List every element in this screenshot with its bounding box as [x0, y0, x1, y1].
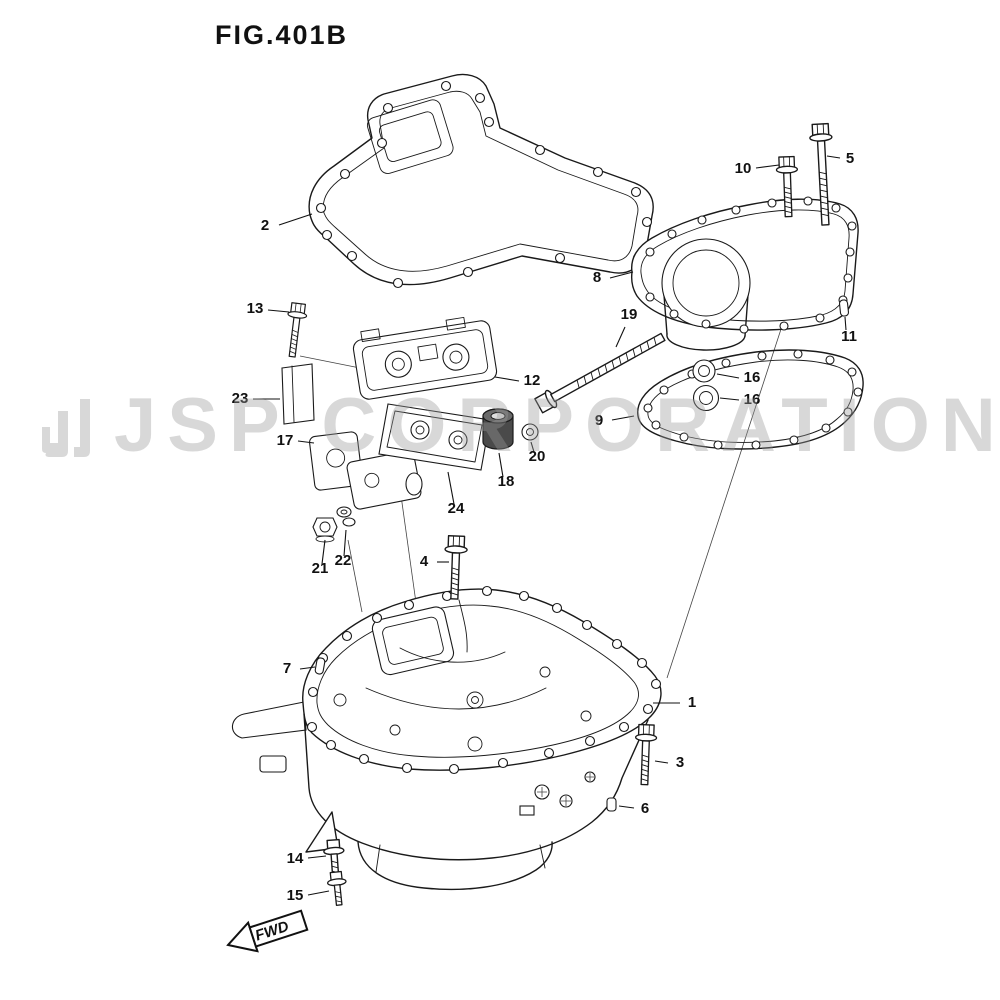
callout-3: 3 — [676, 754, 684, 771]
nut-part-21 — [312, 517, 338, 543]
engine-holder-part-1 — [231, 585, 662, 891]
callout-14: 14 — [287, 850, 304, 867]
callout-18: 18 — [498, 473, 515, 490]
gasket-part-2 — [308, 73, 654, 289]
callout-leader-20 — [530, 441, 535, 453]
pin-part-7 — [314, 657, 326, 675]
pin-part-11 — [838, 299, 850, 317]
bracket-part-12 — [352, 316, 498, 400]
washer-part-20 — [521, 423, 539, 441]
callout-leader-13 — [267, 309, 290, 313]
callout-leader-18 — [498, 452, 504, 478]
callout-leader-2 — [278, 213, 313, 226]
callout-4: 4 — [420, 553, 429, 570]
figure-title: FIG.401B — [215, 20, 349, 50]
washer-part-22 — [336, 506, 356, 527]
plate-part-24 — [378, 403, 491, 471]
callout-leader-12 — [494, 376, 520, 382]
callout-23: 23 — [232, 390, 249, 407]
callout-8: 8 — [593, 269, 601, 286]
bolt-part-13 — [282, 301, 309, 359]
callout-24: 24 — [448, 500, 465, 517]
callout-19: 19 — [621, 306, 638, 323]
callout-leader-24 — [447, 471, 455, 505]
callout-21: 21 — [312, 560, 329, 577]
mount-part-17 — [309, 431, 423, 510]
callout-6: 6 — [641, 800, 649, 817]
callout-leader-19 — [615, 326, 626, 348]
callout-22: 22 — [335, 552, 352, 569]
callout-leader-15 — [307, 890, 330, 896]
callout-1: 1 — [688, 694, 696, 711]
bolt-part-15 — [325, 870, 350, 907]
seal-part-16 — [692, 359, 720, 412]
callout-leader-8 — [609, 271, 634, 279]
callout-15: 15 — [287, 887, 304, 904]
fwd-arrow: FWD — [226, 909, 309, 953]
callout-17: 17 — [277, 432, 294, 449]
callout-leader-17 — [297, 440, 315, 444]
callout-leader-5 — [826, 155, 841, 159]
bushing-part-18 — [482, 408, 514, 450]
callout-11: 11 — [841, 328, 857, 345]
callout-13: 13 — [247, 300, 264, 317]
callout-leader-10 — [755, 164, 780, 169]
plug-part-6 — [606, 797, 617, 812]
callout-16: 16 — [744, 391, 761, 408]
callout-leader-22 — [343, 529, 347, 557]
callout-leader-16 — [716, 373, 740, 379]
callout-9: 9 — [595, 412, 603, 429]
callout-leader-11 — [844, 316, 847, 331]
callout-leader-14 — [307, 855, 327, 859]
callout-10: 10 — [735, 160, 752, 177]
callout-leader-9 — [611, 415, 635, 421]
callout-2: 2 — [261, 217, 269, 234]
callout-leader-6 — [618, 805, 635, 809]
callout-leader-21 — [321, 539, 326, 565]
callout-12: 12 — [524, 372, 541, 389]
callout-5: 5 — [846, 150, 854, 167]
callout-7: 7 — [283, 660, 291, 677]
plate-part-23 — [281, 363, 315, 425]
callout-leader-3 — [654, 760, 669, 764]
callout-leader-16 — [719, 397, 740, 401]
callout-leader-7 — [299, 666, 316, 670]
bolt-part-19 — [534, 332, 666, 414]
callout-20: 20 — [529, 448, 546, 465]
callout-16: 16 — [744, 369, 761, 386]
cover-part-8 — [630, 196, 859, 351]
bolt-part-3 — [633, 723, 658, 786]
